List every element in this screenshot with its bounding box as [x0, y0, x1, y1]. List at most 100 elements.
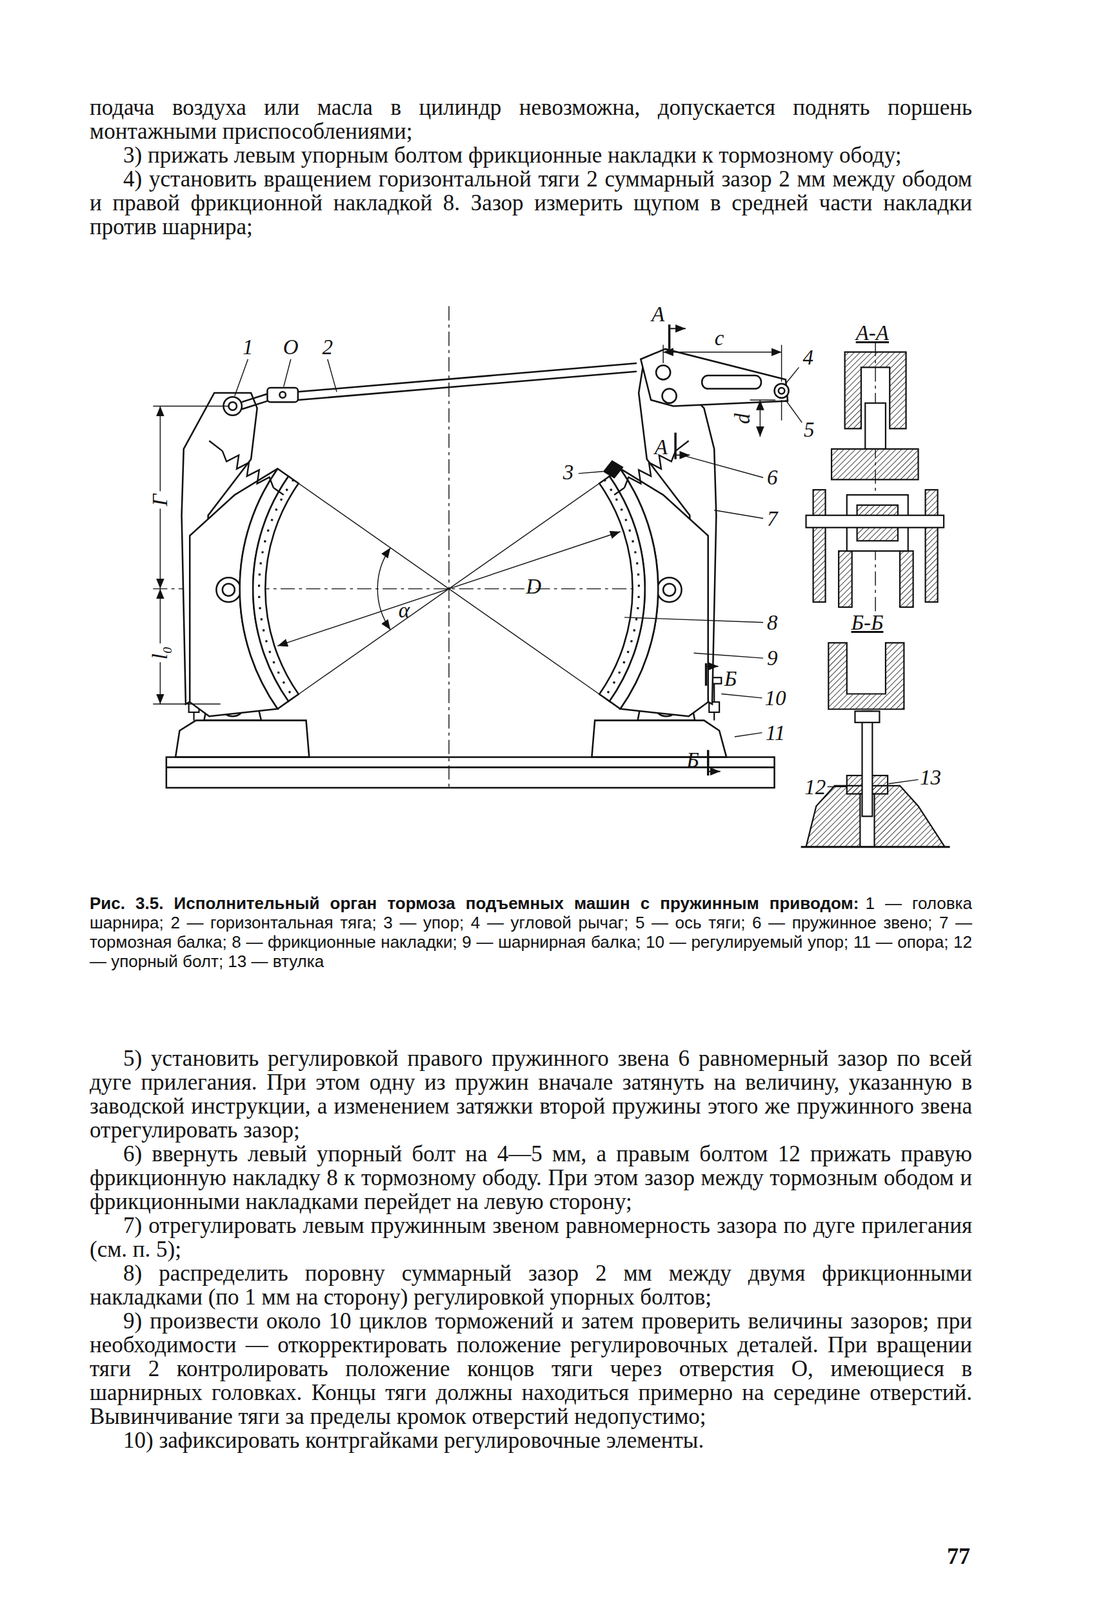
- callout-number: 8: [766, 610, 778, 635]
- callout-number: 4: [802, 345, 814, 369]
- paragraph: 4) установить вращением горизонтальной т…: [89, 167, 973, 239]
- section-letter: А: [654, 435, 668, 459]
- section-a-a-part: [899, 550, 914, 608]
- section-marker-part: [708, 770, 721, 773]
- center-line: [152, 305, 876, 788]
- leader-line-part: [785, 399, 802, 423]
- rod-and-heads-part: [774, 383, 789, 399]
- dimension-label: d: [730, 412, 755, 424]
- section-title: Б-Б: [850, 610, 884, 635]
- section-b-b-part: [801, 845, 951, 848]
- figure-caption: Рис. 3.5. Исполнительный орган тормоза п…: [89, 893, 973, 971]
- dimension-line-part: [377, 547, 391, 630]
- spring-link-part: [222, 450, 274, 488]
- paragraph: 5) установить регулировкой правого пружи…: [89, 1046, 973, 1142]
- section-b-b-part: [854, 710, 880, 722]
- text-block: 5) установить регулировкой правого пружи…: [89, 1046, 973, 1453]
- dimension-line-part: [750, 399, 777, 400]
- callout-number: 2: [321, 335, 333, 359]
- leader-line-part: [785, 367, 800, 384]
- dimension-line: [152, 345, 782, 705]
- callout-number: 7: [766, 507, 778, 531]
- dimension-label: D: [525, 574, 542, 598]
- leader-line-part: [624, 617, 764, 623]
- base-frame-part: [175, 720, 309, 758]
- paragraph: подача воздуха или масла в цилиндр невоз…: [89, 95, 973, 144]
- paragraph: 7) отрегулировать левым пружинным звеном…: [89, 1213, 973, 1262]
- rod-and-heads-part: [241, 401, 268, 410]
- rod-and-heads-part: [267, 387, 298, 402]
- callout-number: 5: [803, 418, 815, 442]
- section-letter: Б: [724, 666, 737, 691]
- spring-link-part: [614, 487, 625, 495]
- section-b-b: [801, 642, 951, 847]
- callout-number: 13: [919, 765, 942, 789]
- rod-and-heads-part: [298, 363, 637, 392]
- rod-and-heads: [223, 348, 789, 416]
- dimension-label: c: [714, 326, 725, 350]
- base-frame-part: [591, 720, 727, 758]
- leader-line-part: [694, 652, 764, 658]
- callout-number: 9: [766, 646, 778, 670]
- paragraph: 6) ввернуть левый упорный болт на 4—5 мм…: [89, 1141, 973, 1214]
- section-letter: Б: [686, 748, 699, 772]
- dimension-line-part: [781, 345, 782, 382]
- section-a-a-part: [838, 550, 853, 608]
- rod-and-heads-part: [662, 388, 677, 404]
- lining-segments-part: [604, 479, 640, 698]
- dimension-line-part: [662, 345, 664, 364]
- paragraph: 8) распределить поровну суммарный зазор …: [89, 1261, 973, 1309]
- rod-and-heads-part: [228, 401, 237, 411]
- base-frame-part: [166, 766, 775, 769]
- lining-segments: [259, 479, 640, 698]
- hinge-beam-part: [216, 577, 241, 602]
- section-letter: А: [651, 302, 665, 326]
- hinge-beam-part: [222, 583, 235, 597]
- dimension-line-part: [759, 399, 761, 437]
- section-marker-part: [706, 665, 719, 667]
- spring-link-part: [209, 440, 223, 451]
- leader-line-part: [721, 694, 762, 698]
- spring-link-part: [675, 440, 689, 451]
- dimension-line-part: [277, 531, 620, 646]
- brake-shoe-part: [599, 476, 646, 702]
- dimension-line-part: [781, 399, 782, 421]
- dimension-label: l₀: [148, 643, 172, 663]
- paragraph: 3) прижать левым упорным болтом фрикцион…: [89, 143, 973, 168]
- callout-letter: О: [283, 335, 299, 359]
- section-a-a-part: [925, 489, 938, 602]
- hinge-beam: [189, 468, 708, 717]
- rod-and-heads-part: [778, 387, 785, 394]
- leader-line-part: [578, 471, 604, 474]
- hinge-beam-part: [657, 577, 682, 602]
- callout-number: 3: [563, 460, 575, 484]
- callout-number: 1: [242, 335, 254, 359]
- dimension-label: Г: [148, 491, 172, 509]
- callout-number: 11: [765, 721, 786, 745]
- brake-shoe: [239, 468, 659, 709]
- section-a-a-part: [865, 403, 886, 449]
- section-a-a-part: [806, 515, 945, 528]
- text-block: подача воздуха или масла в цилиндр невоз…: [89, 95, 973, 239]
- section-marker-part: [669, 327, 686, 329]
- section-a-a-part: [831, 448, 918, 480]
- callout-number: 6: [766, 465, 778, 489]
- leader-line: [234, 359, 919, 787]
- rod-and-heads-part: [241, 394, 268, 403]
- section-title: А-А: [856, 321, 889, 345]
- rod-and-heads-part: [279, 391, 286, 398]
- spring-link-part: [603, 461, 622, 478]
- section-a-a-part: [813, 489, 826, 602]
- leader-line-part: [327, 359, 337, 393]
- caption-heading: Рис. 3.5. Исполнительный орган тормоза п…: [89, 893, 859, 913]
- callout-number: 12: [804, 775, 826, 799]
- spring-link: [209, 440, 689, 495]
- spring-link-part: [273, 487, 284, 495]
- dimension-line-part: [663, 351, 782, 353]
- section-a-a: [806, 352, 945, 608]
- angle-label: α: [398, 598, 410, 622]
- hinge-beam-part: [663, 583, 676, 597]
- leader-line-part: [888, 779, 919, 784]
- section-marker: [669, 324, 721, 776]
